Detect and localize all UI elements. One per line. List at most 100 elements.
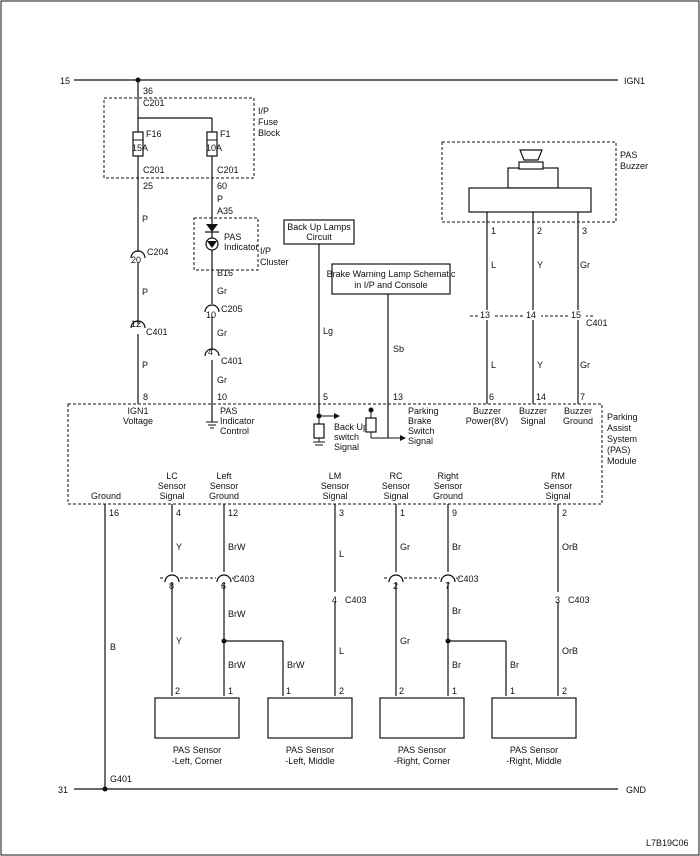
sensor-name: -Left, Middle [285,756,335,766]
wire-color-label: Gr [217,375,227,385]
pin-label: 12 [228,508,238,518]
pin-label: 3 [339,508,344,518]
wire-color-label: BrW [228,542,246,552]
module-pin-label: Signal [159,491,184,501]
pin-label: 2 [175,686,180,696]
pin-label: 13 [393,392,403,402]
connector-label: C204 [147,247,169,257]
rail-31-label: 31 [58,785,68,795]
fuse-rating: 15A [132,143,148,153]
pin-label: 2 [537,226,542,236]
ip-cluster: P A35 PAS Indicator I/P Cluster B16 Gr 1… [193,192,289,429]
pin-label: 3 [555,595,560,605]
connector-symbol [388,574,404,583]
pin-label: A35 [217,206,233,216]
buzzer-body [468,187,592,213]
connector-symbol [204,348,220,357]
fuse-block-outline [103,97,255,179]
module-pin-label: LM [329,471,342,481]
fuse-block-title: Fuse [258,117,278,127]
pin-label: 4 [332,595,337,605]
pin-label: 13 [480,310,490,320]
module-pin-label: Signal [334,442,359,452]
module-pin-label: IGN1 [127,406,148,416]
wire-color-label: L [339,549,344,559]
connector-label: C401 [146,327,168,337]
wire-color-label: Lg [323,326,333,336]
pin-label: 1 [286,686,291,696]
module-pin-label: Signal [520,416,545,426]
fuse-rating: 10A [206,143,222,153]
pin-label: 2 [562,686,567,696]
module-pin-label: Buzzer [519,406,547,416]
pin-label: 10 [217,392,227,402]
module-pin-label: Control [220,426,249,436]
wire-color-label: Br [452,606,461,616]
module-pin-label: Voltage [123,416,153,426]
connector-label: C201 [217,165,239,175]
module-pin-label: Ground [563,416,593,426]
wire-p: P 20 C204 P 12 C401 P 8 [130,192,169,404]
module-pin-label: Switch [408,426,435,436]
box-label: Brake Warning Lamp Schematic [327,269,456,279]
pin-label: 10 [206,310,216,320]
figure-id: L7B19C06 [646,838,689,848]
wire-color-label: OrB [562,646,578,656]
sensor-name: PAS Sensor [398,745,446,755]
rail-gnd-label: GND [626,785,647,795]
connector-symbol [204,304,220,313]
wire-color-label: P [142,360,148,370]
module-title: (PAS) [607,445,630,455]
wire-color-label: OrB [562,542,578,552]
brake-warning-box [331,263,451,295]
pin-label: 1 [510,686,515,696]
wire-color-label: Gr [400,542,410,552]
fuse-block-title: I/P [258,106,269,116]
connector-label: C403 [233,574,255,584]
module-pin-label: Brake [408,416,432,426]
connector-label: C401 [586,318,608,328]
sensor-name: PAS Sensor [173,745,221,755]
module-pin-label: RM [551,471,565,481]
pin-label: 4 [208,347,213,357]
module-pin-label: Ground [209,491,239,501]
indicator-label: PAS [224,232,241,242]
diode-icon [206,224,218,232]
pas-buzzer: PAS Buzzer 1 2 3 L Y Gr 13 14 15 C401 L … [441,141,648,404]
pin-label: 6 [221,581,226,591]
fuse-name: F1 [220,129,231,139]
connector-label: C205 [221,304,243,314]
speaker-icon [519,149,543,161]
wire-color-label: Y [176,542,182,552]
pin-label: 1 [491,226,496,236]
pin-label: 5 [323,392,328,402]
sensor-box [154,697,240,739]
connector-label: C401 [221,356,243,366]
pin-label: 16 [109,508,119,518]
module-pin-label: Signal [383,491,408,501]
ground-rail-bottom: 31 GND G401 [58,774,647,795]
sensor-box [267,697,353,739]
pin-label: 14 [536,392,546,402]
wire-color-label: BrW [228,660,246,670]
pin-label: 60 [217,181,227,191]
cluster-title: I/P [260,246,271,256]
pin-label: 2 [399,686,404,696]
wire-color-label: Br [510,660,519,670]
connector-label: C403 [568,595,590,605]
pas-module: Parking Assist System (PAS) Module IGN1 … [67,403,638,505]
pin-label: 4 [176,508,181,518]
ground-point-label: G401 [110,774,132,784]
wire-color-label: Y [537,360,543,370]
sensor-box [379,697,465,739]
module-pin-label: Sensor [382,481,411,491]
pin-label: B16 [217,268,233,278]
pin-label: 12 [131,319,141,329]
pin-label: 36 [143,86,153,96]
brake-warning-circuit: Brake Warning Lamp Schematic in I/P and … [327,263,456,446]
sensor-left-middle: 1 2 PAS Sensor -Left, Middle [267,686,353,766]
pin-label: 25 [143,181,153,191]
module-pin-label: LC [166,471,178,481]
pin-label: 6 [489,392,494,402]
